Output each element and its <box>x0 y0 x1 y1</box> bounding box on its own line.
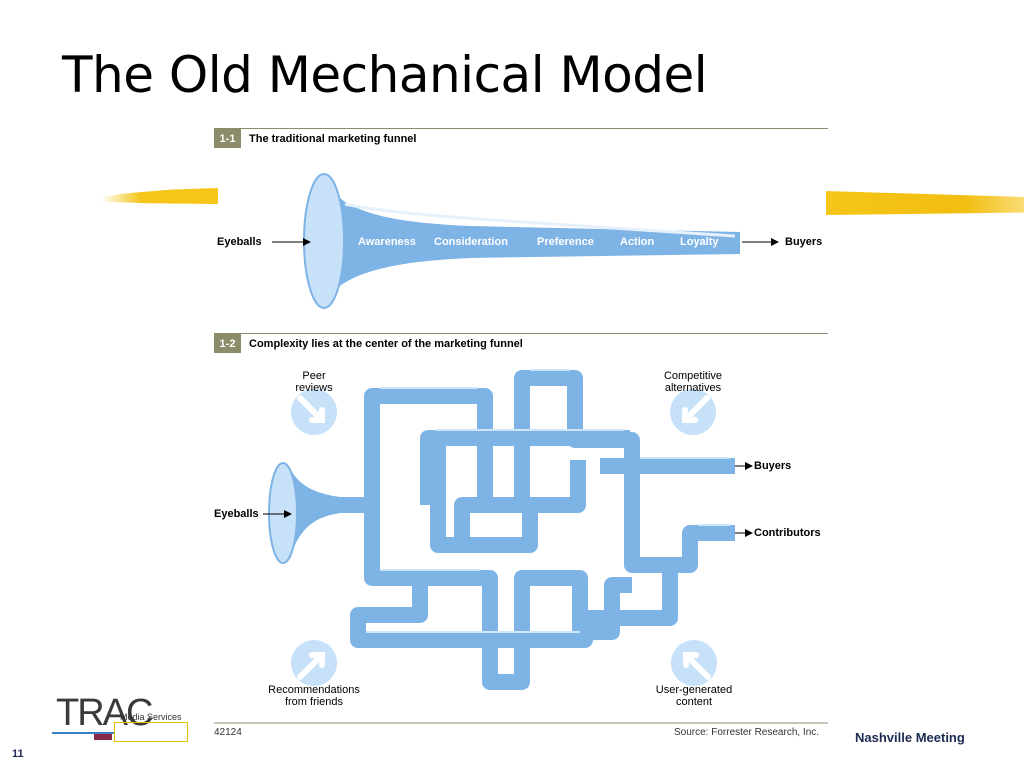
peer-reviews-label: Peer reviews <box>284 370 344 394</box>
stage-action: Action <box>620 236 655 248</box>
competitive-alternatives-label: Competitive alternatives <box>653 370 733 394</box>
fig1-buyers-label: Buyers <box>785 236 823 248</box>
logo-box <box>114 722 188 742</box>
user-generated-label: User-generated content <box>644 684 744 708</box>
peer-reviews-text: Peer reviews <box>295 370 333 394</box>
maze-pipe-highlights <box>366 369 730 633</box>
figure1-title: The traditional marketing funnel <box>249 132 417 145</box>
fig2-contributors-label: Contributors <box>754 527 821 539</box>
competitive-alternatives-text: Competitive alternatives <box>663 370 723 394</box>
user-generated-icon <box>671 640 717 686</box>
fig2-buyers-label: Buyers <box>754 460 792 472</box>
traditional-funnel-mouth <box>303 173 345 309</box>
logo-underline <box>52 732 114 734</box>
figure1-rule <box>214 128 828 129</box>
slide-title: The Old Mechanical Model <box>62 46 708 104</box>
traditional-funnel-body <box>322 176 740 306</box>
logo-square <box>94 734 112 740</box>
logo-subtitle: Media Services <box>120 712 182 722</box>
recommendations-text: Recommendations from friends <box>268 684 360 708</box>
figure-source: Source: Forrester Research, Inc. <box>674 727 820 738</box>
figure2-header: 1-2 Complexity lies at the center of the… <box>214 334 523 353</box>
fig2-eyeballs-label: Eyeballs <box>214 508 259 520</box>
figure1-header: 1-1 The traditional marketing funnel <box>214 129 416 148</box>
stage-preference: Preference <box>537 236 594 248</box>
stage-consideration: Consideration <box>434 236 508 248</box>
stage-loyalty: Loyalty <box>680 236 719 248</box>
logo-name: TRAC <box>56 692 153 734</box>
stage-awareness: Awareness <box>358 236 416 248</box>
recommendations-label: Recommendations from friends <box>256 684 372 708</box>
figure2-number: 1-2 <box>214 334 241 353</box>
complex-funnel-mouth <box>268 462 298 564</box>
maze-pipes <box>340 370 735 690</box>
fig1-eyeballs-label: Eyeballs <box>217 236 262 248</box>
figure2-rule <box>214 333 828 334</box>
trac-logo: TRAC Media Services <box>52 694 192 746</box>
meeting-label: Nashville Meeting <box>855 730 965 745</box>
recommendations-icon <box>291 640 337 686</box>
figure-code: 42124 <box>214 727 242 738</box>
page-number: 11 <box>12 748 24 760</box>
figure2-title: Complexity lies at the center of the mar… <box>249 337 523 350</box>
figure1-number: 1-1 <box>214 129 241 148</box>
peer-reviews-icon <box>291 389 337 435</box>
complex-funnel-body <box>290 468 362 560</box>
competitive-alternatives-icon <box>670 389 716 435</box>
user-generated-text: User-generated content <box>655 684 733 708</box>
traditional-funnel-highlight <box>344 202 736 238</box>
